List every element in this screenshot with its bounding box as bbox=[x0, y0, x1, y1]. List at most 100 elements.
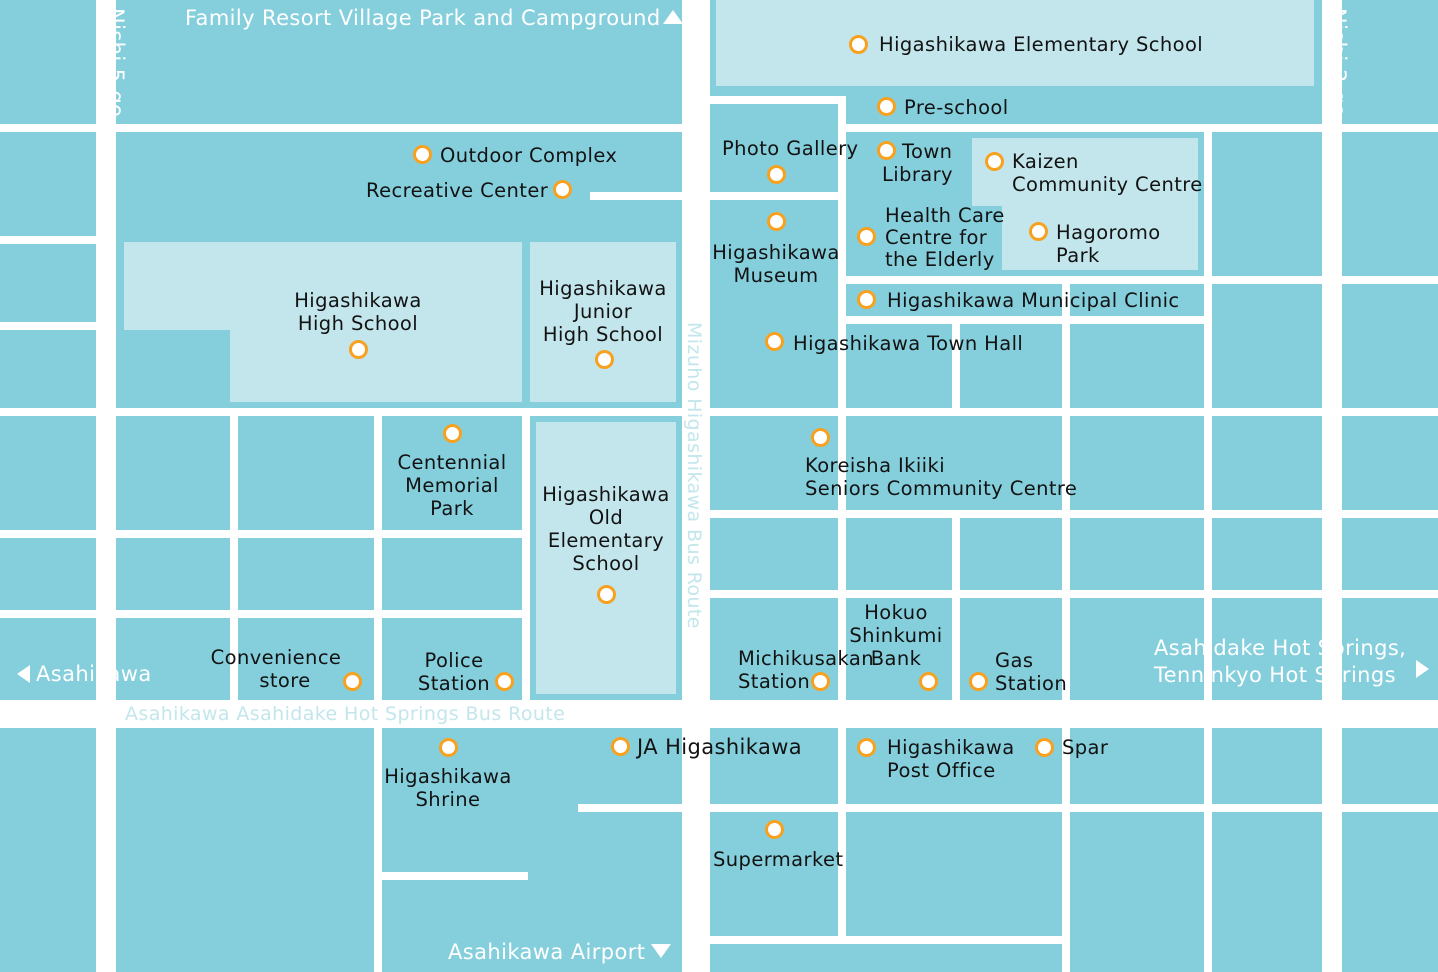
label-hokuo-bank: Hokuo Shinkumi Bank bbox=[846, 601, 946, 670]
arrow-down-icon bbox=[651, 944, 672, 958]
marker-health-care[interactable] bbox=[857, 227, 876, 246]
label-line: Michikusakan bbox=[738, 647, 874, 670]
marker-old-elementary[interactable] bbox=[597, 585, 616, 604]
marker-ja[interactable] bbox=[611, 737, 630, 756]
city-block bbox=[710, 518, 838, 590]
marker-memorial-park[interactable] bbox=[443, 424, 462, 443]
marker-recreative-center[interactable] bbox=[553, 180, 572, 199]
label-photo-gallery: Photo Gallery bbox=[722, 137, 859, 160]
label-supermarket: Supermarket bbox=[713, 848, 844, 871]
marker-supermarket[interactable] bbox=[765, 820, 784, 839]
marker-hagoromo[interactable] bbox=[1029, 222, 1048, 241]
label-line: High School bbox=[297, 312, 419, 335]
side-road bbox=[1062, 728, 1070, 972]
label-recreative-center: Recreative Center bbox=[366, 179, 549, 202]
city-block bbox=[0, 330, 96, 408]
side-road bbox=[382, 872, 528, 880]
label-line: Higashikawa bbox=[384, 765, 512, 788]
marker-post-office[interactable] bbox=[857, 738, 876, 757]
marker-spar[interactable] bbox=[1035, 738, 1054, 757]
label-line: Community Centre bbox=[1012, 173, 1203, 196]
city-block bbox=[0, 538, 96, 610]
city-block bbox=[0, 618, 96, 700]
marker-kaizen[interactable] bbox=[985, 152, 1004, 171]
city-block bbox=[846, 96, 1322, 124]
direction-west-label: Asahikawa bbox=[36, 662, 152, 686]
city-block bbox=[1342, 518, 1438, 590]
marker-police[interactable] bbox=[495, 672, 514, 691]
city-block bbox=[960, 518, 1062, 590]
city-block bbox=[710, 944, 1062, 972]
marker-outdoor-complex[interactable] bbox=[413, 145, 432, 164]
city-block bbox=[238, 416, 374, 530]
marker-clinic[interactable] bbox=[857, 290, 876, 309]
label-line: Koreisha Ikiiki bbox=[805, 454, 946, 477]
label-gas-station: Gas Station bbox=[995, 649, 1067, 695]
label-line: store bbox=[259, 669, 311, 692]
label-line: Police bbox=[424, 649, 484, 672]
direction-south[interactable]: Asahikawa Airport bbox=[448, 940, 672, 964]
direction-north[interactable]: Family Resort Village Park and Campgroun… bbox=[185, 6, 683, 30]
bus-route-label-vertical: Mizuho Higashikawa Bus Route bbox=[683, 322, 705, 629]
direction-east[interactable]: Asahidake Hot Springs, Tenninkyo Hot Spr… bbox=[1154, 636, 1429, 687]
label-line: Station bbox=[995, 672, 1068, 695]
direction-west[interactable]: Asahikawa bbox=[17, 662, 152, 686]
marker-town-hall[interactable] bbox=[765, 332, 784, 351]
city-block bbox=[1212, 518, 1322, 590]
label-line: High School bbox=[542, 323, 664, 346]
high-school-grounds bbox=[124, 242, 522, 330]
label-line: Park bbox=[430, 497, 474, 520]
label-michikusakan: Michikusakan Station bbox=[738, 647, 874, 693]
label-line: the Elderly bbox=[885, 248, 995, 271]
marker-photo-gallery[interactable] bbox=[767, 165, 786, 184]
label-line: Gas bbox=[995, 649, 1034, 672]
city-block bbox=[1342, 812, 1438, 972]
marker-hokuo-bank[interactable] bbox=[919, 672, 938, 691]
marker-shrine[interactable] bbox=[439, 738, 458, 757]
label-line: Station bbox=[738, 670, 811, 693]
street-label-nishi3: Nishi 3-go bbox=[1326, 8, 1350, 118]
city-block bbox=[1070, 324, 1204, 408]
marker-michikusakan[interactable] bbox=[811, 672, 830, 691]
city-block bbox=[710, 200, 838, 408]
city-block bbox=[846, 812, 1062, 936]
label-museum: Higashikawa Museum bbox=[706, 241, 846, 287]
city-block bbox=[960, 324, 1062, 408]
label-hagoromo: Hagoromo Park bbox=[1056, 221, 1161, 267]
city-block bbox=[0, 0, 96, 124]
label-line: Higashikawa bbox=[294, 289, 422, 312]
city-block bbox=[116, 618, 230, 700]
marker-elementary-school[interactable] bbox=[849, 35, 868, 54]
marker-gas-station[interactable] bbox=[969, 672, 988, 691]
marker-seniors-centre[interactable] bbox=[811, 428, 830, 447]
marker-junior-high[interactable] bbox=[595, 350, 614, 369]
high-school-grounds bbox=[230, 330, 522, 402]
label-line: Old bbox=[588, 506, 624, 529]
city-block bbox=[846, 284, 1204, 316]
city-block bbox=[1342, 0, 1438, 124]
city-block bbox=[116, 0, 682, 124]
label-line: Seniors Community Centre bbox=[805, 477, 1078, 500]
street-label-nishi5: Nishi 5-go bbox=[104, 8, 128, 118]
direction-east-label-line1: Asahidake Hot Springs, bbox=[1154, 636, 1407, 660]
label-line: Health Care bbox=[885, 204, 1005, 227]
city-block bbox=[1212, 416, 1322, 510]
marker-preschool[interactable] bbox=[877, 97, 896, 116]
city-block bbox=[116, 416, 230, 530]
marker-convenience-store[interactable] bbox=[343, 672, 362, 691]
label-ja: JA Higashikawa bbox=[637, 735, 803, 759]
label-line: Memorial bbox=[405, 474, 499, 497]
marker-town-library[interactable] bbox=[877, 141, 896, 160]
side-road bbox=[578, 804, 682, 812]
label-line: Town bbox=[902, 140, 953, 163]
label-police: Police Station bbox=[404, 649, 504, 695]
marker-high-school[interactable] bbox=[349, 340, 368, 359]
bus-route-label-horizontal: Asahikawa Asahidake Hot Springs Bus Rout… bbox=[125, 703, 566, 725]
marker-museum[interactable] bbox=[767, 212, 786, 231]
label-line: Museum bbox=[733, 264, 819, 287]
city-block bbox=[238, 538, 374, 610]
city-block bbox=[0, 132, 96, 236]
label-line: Park bbox=[1056, 244, 1100, 267]
city-block bbox=[0, 728, 96, 972]
